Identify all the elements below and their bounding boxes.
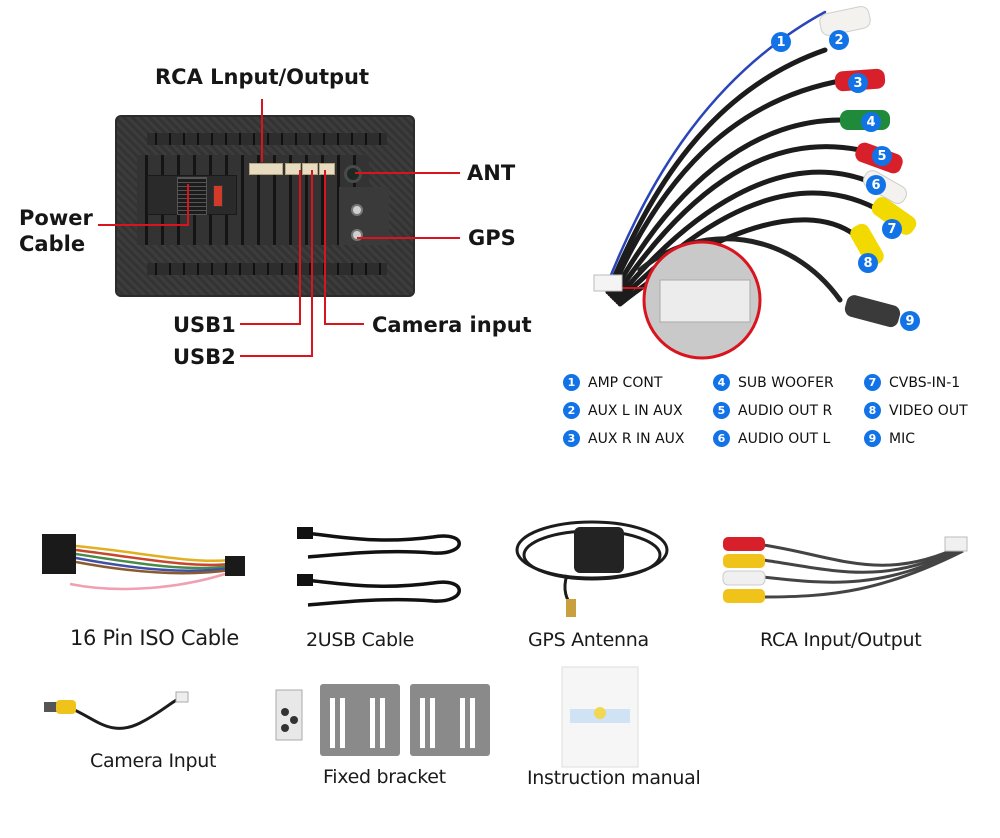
legend-badge-icon: 5: [713, 402, 730, 419]
legend-item-8: 8 VIDEO OUT: [864, 402, 968, 419]
harness-badge-9: 9: [900, 311, 920, 331]
usb2-port: [302, 163, 318, 175]
legend-label: CVBS-IN-1: [889, 374, 961, 391]
legend-label: VIDEO OUT: [889, 402, 968, 419]
cable-sub: [609, 117, 848, 299]
accessory-label-camera-input: Camera Input: [90, 750, 217, 772]
line-power-v: [187, 184, 189, 226]
line-gps: [357, 237, 460, 239]
callout-power-cable: Power Cable: [19, 205, 93, 257]
cable-aux-r: [607, 77, 848, 297]
legend-label: AUDIO OUT R: [738, 402, 833, 419]
legend-label: SUB WOOFER: [738, 374, 834, 391]
cable-mic: [637, 236, 843, 303]
gps-bay: [339, 187, 389, 245]
gps-antenna-image: [515, 520, 669, 617]
head-unit-rear-panel: [115, 115, 415, 297]
harness-badge-6: 6: [866, 175, 886, 195]
legend-item-7: 7 CVBS-IN-1: [864, 374, 960, 391]
plug-aux-l: [819, 6, 871, 36]
callout-camera-input: Camera input: [372, 313, 532, 337]
gps-socket-upper: [351, 204, 363, 216]
accessory-label-usb-cable: 2USB Cable: [306, 629, 415, 651]
legend-label: AMP CONT: [588, 374, 663, 391]
callout-usb2: USB2: [173, 345, 236, 369]
legend-item-9: 9 MIC: [864, 430, 915, 447]
callout-power-line2: Cable: [19, 232, 86, 256]
harness-badge-4: 4: [861, 112, 881, 132]
line-camera-v: [324, 170, 326, 325]
iso-cable-image: [42, 534, 245, 591]
line-usb2-v: [311, 170, 313, 357]
gps-socket: [351, 229, 363, 241]
camera-input-image: [44, 691, 189, 730]
accessory-label-fixed-bracket: Fixed bracket: [323, 766, 446, 788]
vent-slots-top: [147, 133, 387, 145]
cable-aux-l: [605, 47, 828, 295]
legend-item-2: 2 AUX L IN AUX: [563, 402, 683, 419]
legend-label: AUDIO OUT L: [738, 430, 831, 447]
fixed-bracket-image: [275, 684, 490, 756]
rca-port: [249, 163, 283, 175]
callout-ant: ANT: [467, 161, 516, 185]
line-usb2-h: [240, 355, 313, 357]
rca-plugs: [819, 6, 917, 328]
legend-item-3: 3 AUX R IN AUX: [563, 430, 685, 447]
legend-badge-icon: 9: [864, 430, 881, 447]
legend-badge-icon: 8: [864, 402, 881, 419]
legend-item-4: 4 SUB WOOFER: [713, 374, 834, 391]
accessory-label-gps-antenna: GPS Antenna: [528, 629, 649, 651]
line-ant: [355, 172, 460, 174]
legend-label: MIC: [889, 430, 915, 447]
vent-slots-bottom: [147, 263, 387, 275]
rca-harness-illustration: [593, 6, 917, 360]
harness-badge-5: 5: [872, 146, 892, 166]
legend-badge-icon: 1: [563, 374, 580, 391]
callout-gps: GPS: [468, 226, 516, 250]
fuse: [213, 185, 223, 207]
legend-badge-icon: 4: [713, 374, 730, 391]
legend-badge-icon: 6: [713, 430, 730, 447]
plug-mic: [844, 295, 901, 328]
legend-item-5: 5 AUDIO OUT R: [713, 402, 832, 419]
legend-item-6: 6 AUDIO OUT L: [713, 430, 830, 447]
camera-port: [319, 163, 335, 175]
harness-badge-2: 2: [829, 30, 849, 50]
plug-cvbs: [871, 197, 917, 235]
legend-badge-icon: 2: [563, 402, 580, 419]
harness-connector: [593, 274, 623, 292]
line-rca-vertical: [261, 99, 263, 162]
line-usb1-h: [240, 323, 301, 325]
callout-rca-input-output: RCA Lnput/Output: [155, 65, 370, 89]
harness-badge-3: 3: [848, 73, 868, 93]
line-camera-h: [324, 323, 364, 325]
line-power-h: [98, 224, 188, 226]
instruction-manual-image: [561, 666, 639, 768]
rca-io-image: [722, 536, 968, 603]
cable-out-r: [611, 144, 863, 301]
iso-power-socket: [177, 177, 207, 215]
usb1-port: [285, 163, 301, 175]
line-usb1-v: [299, 170, 301, 325]
callout-power-line1: Power: [19, 206, 93, 230]
legend-badge-icon: 3: [563, 430, 580, 447]
harness-badge-1: 1: [771, 32, 791, 52]
usb-cable-image: [297, 527, 461, 607]
accessory-label-iso-cable: 16 Pin ISO Cable: [70, 626, 239, 650]
legend-item-1: 1 AMP CONT: [563, 374, 662, 391]
ant-socket: [344, 165, 362, 183]
callout-usb1: USB1: [173, 313, 236, 337]
harness-badge-7: 7: [882, 219, 902, 239]
legend-label: AUX R IN AUX: [588, 430, 685, 447]
connector-zoom-socket: [659, 279, 751, 323]
legend-label: AUX L IN AUX: [588, 402, 683, 419]
legend-badge-icon: 7: [864, 374, 881, 391]
harness-badge-8: 8: [858, 253, 878, 273]
accessory-label-instruction-manual: Instruction manual: [527, 767, 701, 789]
accessory-label-rca-io: RCA Input/Output: [760, 629, 922, 651]
